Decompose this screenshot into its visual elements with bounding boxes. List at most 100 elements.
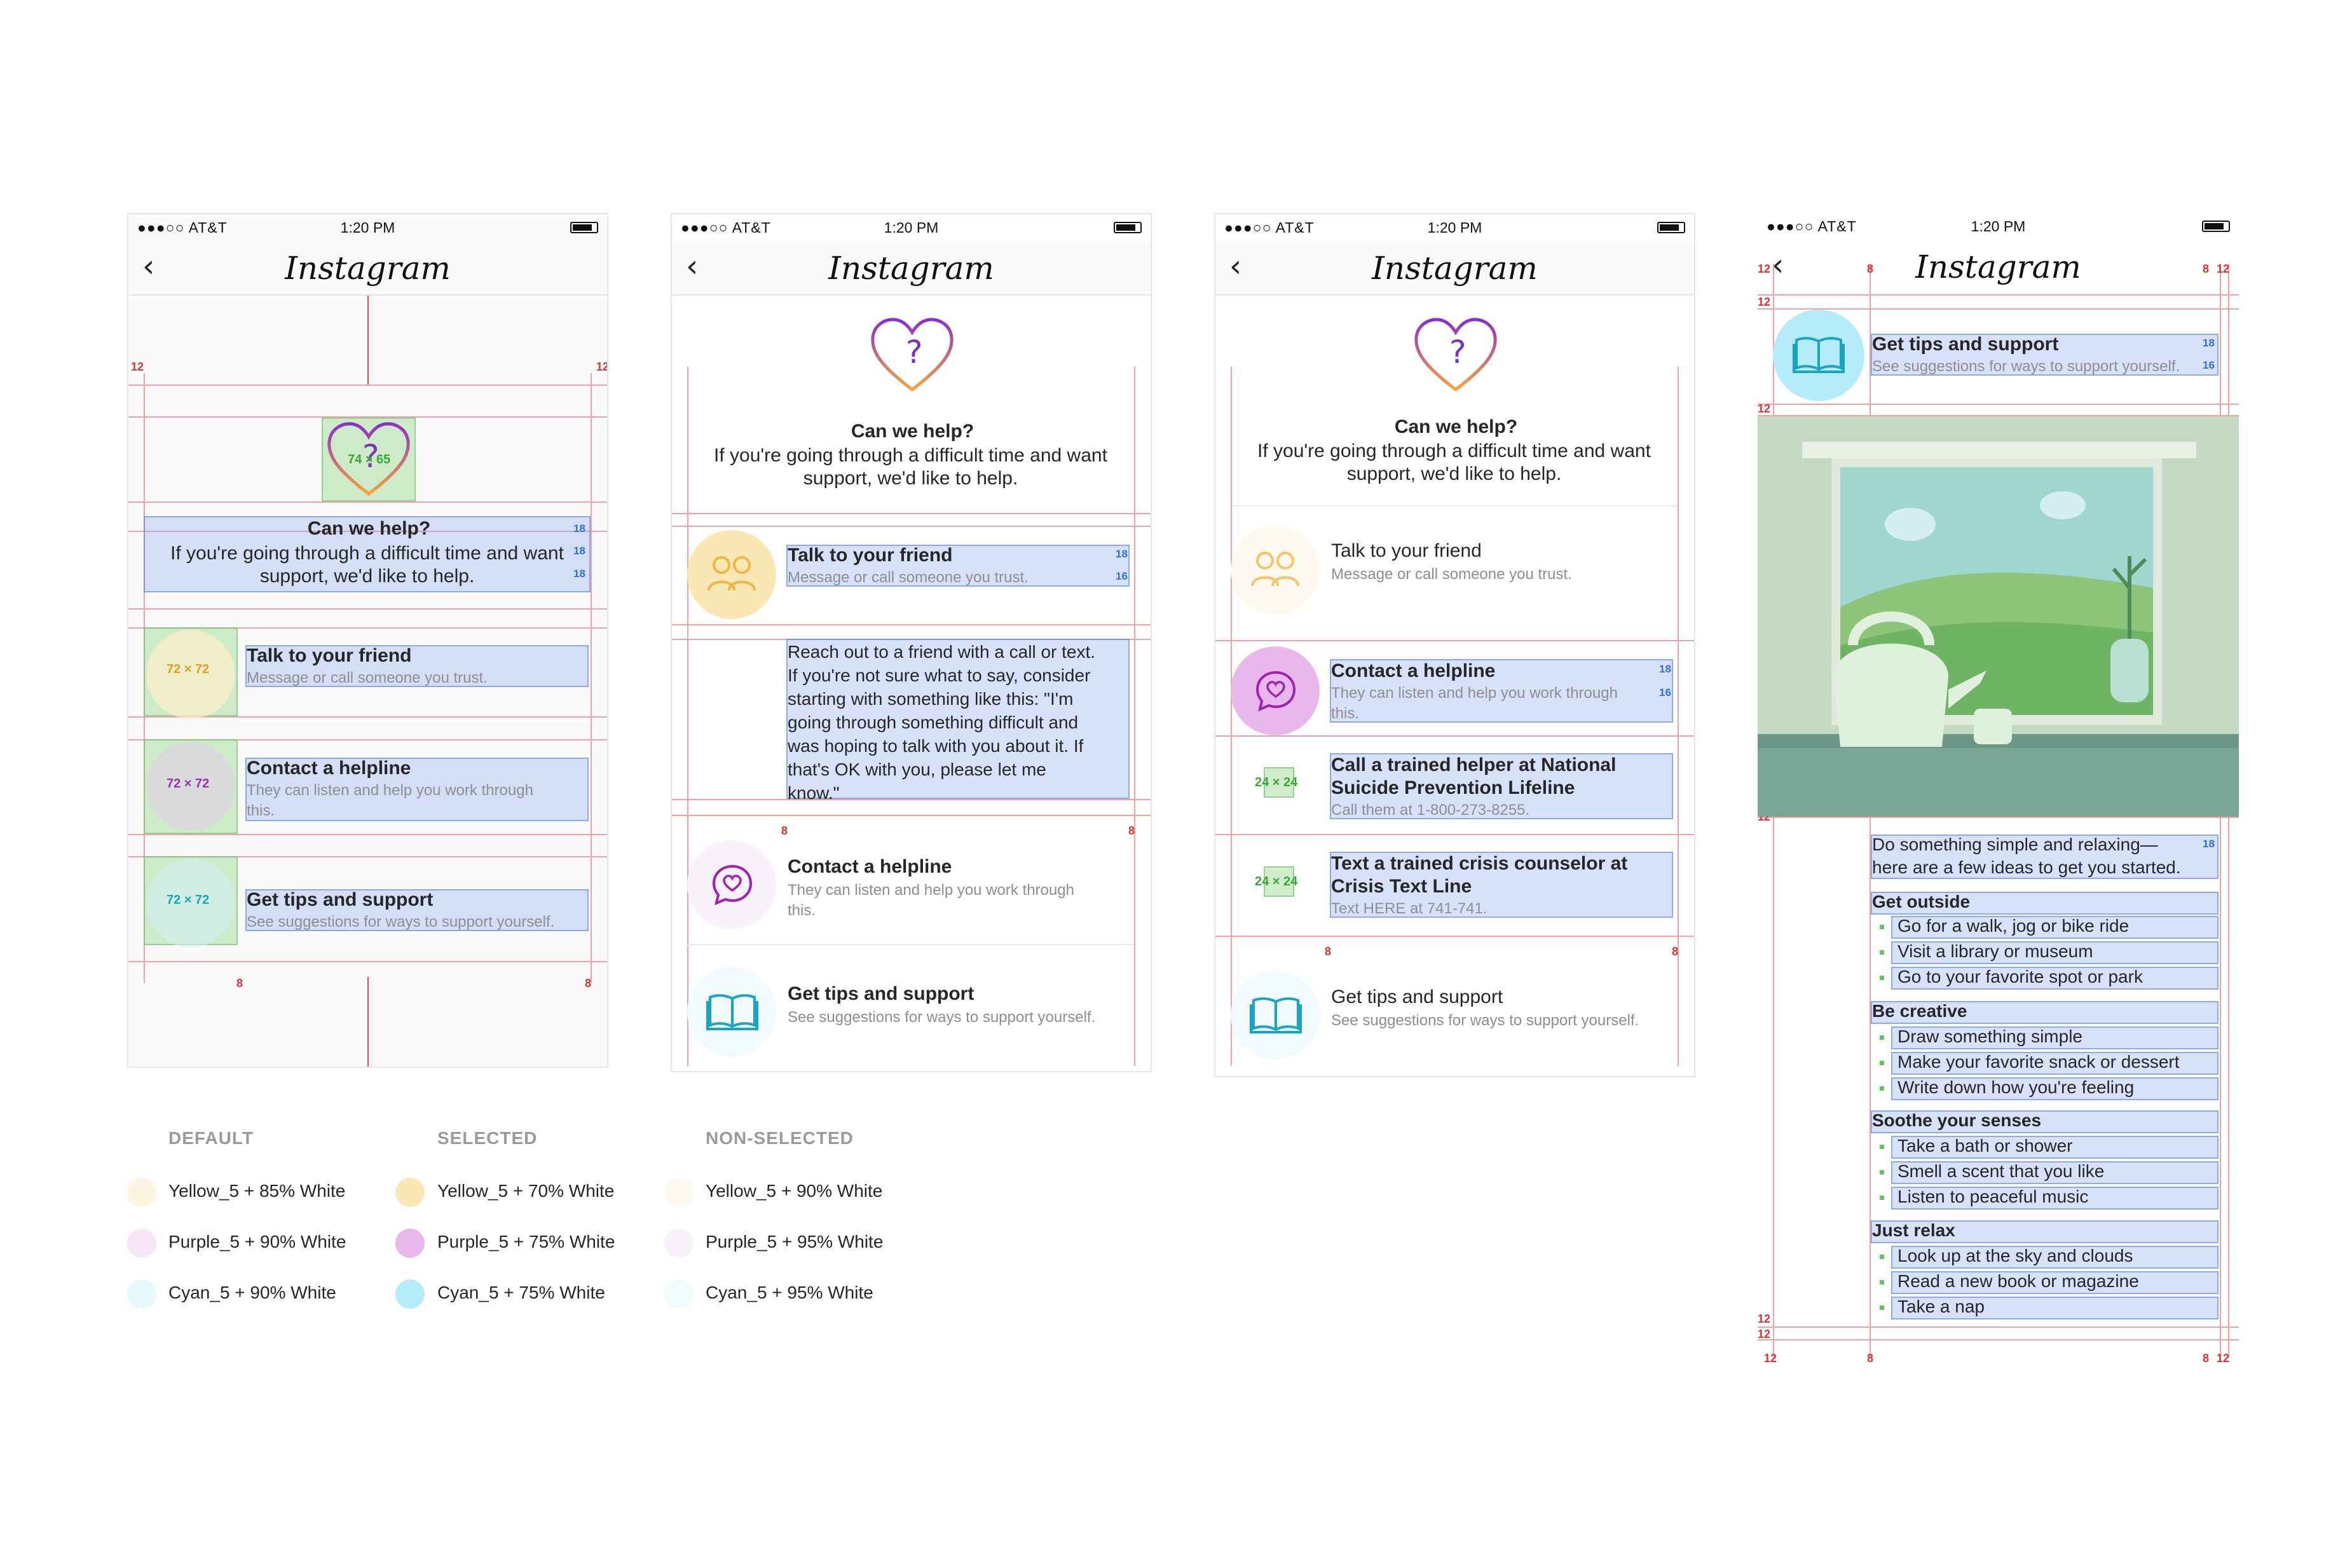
size-label: 18 xyxy=(1659,663,1671,675)
help-body-1: If you're going through a difficult time… xyxy=(714,445,1107,466)
guide xyxy=(672,526,1151,527)
helpline-circle xyxy=(146,742,235,831)
icon-dimension: 24 × 24 xyxy=(1255,875,1298,889)
spacing-label: 8 xyxy=(1867,262,1874,275)
guide xyxy=(128,716,607,718)
guide xyxy=(672,624,1151,625)
icon-dimension: 72 × 72 xyxy=(167,777,210,791)
text-icon-box xyxy=(1264,866,1294,897)
carrier-label: ●●●○○ AT&T xyxy=(681,219,771,236)
guide xyxy=(672,815,1151,816)
item-highlight xyxy=(1891,1136,2219,1159)
row-highlight xyxy=(245,645,589,687)
phone-icon-box xyxy=(1264,767,1294,798)
instagram-logo: Instagram xyxy=(285,250,451,287)
margin-guide-right xyxy=(1134,367,1135,1066)
lifeline-title-1[interactable]: Call a trained helper at National xyxy=(1331,754,1617,775)
screen-spec-overview: ●●●○○ AT&T 1:20 PM ‹ Instagram 12 12 24 … xyxy=(127,213,608,1068)
item-highlight xyxy=(1891,1026,2219,1049)
swatch-cyan-nonselected xyxy=(664,1279,694,1309)
guide xyxy=(1215,936,1694,937)
heart-dimension: 74 × 65 xyxy=(348,453,391,467)
crisis-title-1[interactable]: Text a trained crisis counselor at xyxy=(1331,853,1628,874)
guide xyxy=(128,608,607,610)
swatch-label: Yellow_5 + 85% White xyxy=(168,1181,346,1201)
clock: 1:20 PM xyxy=(1971,218,2026,235)
guide xyxy=(128,416,607,418)
bullet xyxy=(1880,1255,1884,1259)
section-title-senses: Soothe your senses xyxy=(1872,1110,2042,1130)
lifeline-title-2[interactable]: Suicide Prevention Lifeline xyxy=(1331,777,1575,798)
row-highlight xyxy=(245,889,589,931)
back-chevron-icon[interactable]: ‹ xyxy=(686,249,699,284)
swatch-label: Yellow_5 + 90% White xyxy=(706,1181,883,1201)
screen-helpline-selected: ●●●○○ AT&T 1:20 PM ‹ Instagram ? Can we … xyxy=(1214,213,1695,1077)
swatch-purple-nonselected xyxy=(664,1229,694,1258)
svg-text:?: ? xyxy=(362,438,379,475)
helpline-circle[interactable] xyxy=(687,840,776,929)
back-chevron-icon[interactable]: ‹ xyxy=(142,249,155,284)
message-line: going through something difficult and xyxy=(788,712,1079,732)
carrier-label: ●●●○○ AT&T xyxy=(1224,219,1315,236)
friend-circle[interactable] xyxy=(1231,526,1320,615)
item-highlight xyxy=(1891,1161,2219,1184)
clock: 1:20 PM xyxy=(340,219,395,236)
margin-guide-left xyxy=(1231,367,1232,1066)
back-chevron-icon[interactable]: ‹ xyxy=(1229,249,1242,284)
legend-heading-default: DEFAULT xyxy=(168,1128,254,1148)
instagram-logo: Instagram xyxy=(1915,249,2081,285)
message-line: starting with something like this: "I'm xyxy=(788,689,1074,709)
bullet xyxy=(1880,950,1884,955)
item-highlight xyxy=(1891,1052,2219,1075)
item-highlight xyxy=(1891,916,2219,939)
helpline-title[interactable]: Contact a helpline xyxy=(1331,660,1496,681)
tips-title[interactable]: Get tips and support xyxy=(788,983,974,1004)
swatch-label: Yellow_5 + 70% White xyxy=(437,1181,615,1201)
guide xyxy=(128,501,607,503)
swatch-label: Purple_5 + 95% White xyxy=(706,1232,884,1251)
spacing-label: 12 xyxy=(1758,402,1771,415)
kettle-window-illustration xyxy=(1758,416,2239,817)
bullet xyxy=(1880,925,1884,929)
crisis-title-2[interactable]: Crisis Text Line xyxy=(1331,876,1472,897)
helpline-subtitle: They can listen and help you work throug… xyxy=(788,882,1074,899)
guide xyxy=(128,627,607,629)
helpline-circle-selected[interactable] xyxy=(1231,646,1320,735)
helpline-title: Contact a helpline xyxy=(247,758,411,779)
message-line: was hoping to talk with you about it. If xyxy=(788,736,1084,756)
section-title-creative: Be creative xyxy=(1872,1001,1967,1021)
friend-title[interactable]: Talk to your friend xyxy=(788,545,953,566)
back-chevron-icon[interactable]: ‹ xyxy=(1772,247,1784,283)
message-line: that's OK with you, please let me xyxy=(788,760,1046,779)
swatch-label: Purple_5 + 90% White xyxy=(168,1232,346,1251)
screen-tips-detail: ●●●○○ AT&T 1:20 PM ‹ Instagram 12 8 8 12… xyxy=(1758,213,2239,1376)
friend-title[interactable]: Talk to your friend xyxy=(1331,540,1482,561)
guide xyxy=(1758,404,2239,405)
tip-item: Go to your favorite spot or park xyxy=(1897,967,2143,986)
status-bar: ●●●○○ AT&T 1:20 PM xyxy=(1215,214,1694,240)
center-guide-top xyxy=(367,296,369,385)
spacing-label: 12 xyxy=(1758,1312,1771,1325)
size-label: 18 xyxy=(1116,548,1128,560)
bullet xyxy=(1880,1061,1884,1065)
tips-subtitle: See suggestions for ways to support your… xyxy=(247,913,555,931)
tip-item: Make your favorite snack or dessert xyxy=(1897,1052,2180,1072)
lifeline-subtitle: Call them at 1-800-273-8255. xyxy=(1331,801,1530,819)
guide xyxy=(128,385,607,386)
spacing-label: 8 xyxy=(1672,945,1679,958)
spacing-label: 8 xyxy=(2203,1352,2210,1365)
guide xyxy=(1758,415,2239,416)
tips-title[interactable]: Get tips and support xyxy=(1331,986,1503,1007)
guide xyxy=(128,856,607,857)
spacing-label: 12 xyxy=(1758,296,1771,308)
size-label: 16 xyxy=(1659,686,1671,699)
size-label: 16 xyxy=(2203,359,2215,371)
tip-item: Smell a scent that you like xyxy=(1897,1161,2105,1181)
crisis-subtitle: Text HERE at 741-741. xyxy=(1331,900,1487,917)
friend-circle-selected[interactable] xyxy=(687,530,776,619)
size-label: 18 xyxy=(573,568,585,580)
heart-question-icon: ? xyxy=(1414,318,1497,392)
svg-text:?: ? xyxy=(1449,334,1467,371)
helpline-title[interactable]: Contact a helpline xyxy=(788,856,952,877)
status-bar: ●●●○○ AT&T 1:20 PM xyxy=(1758,213,2239,238)
